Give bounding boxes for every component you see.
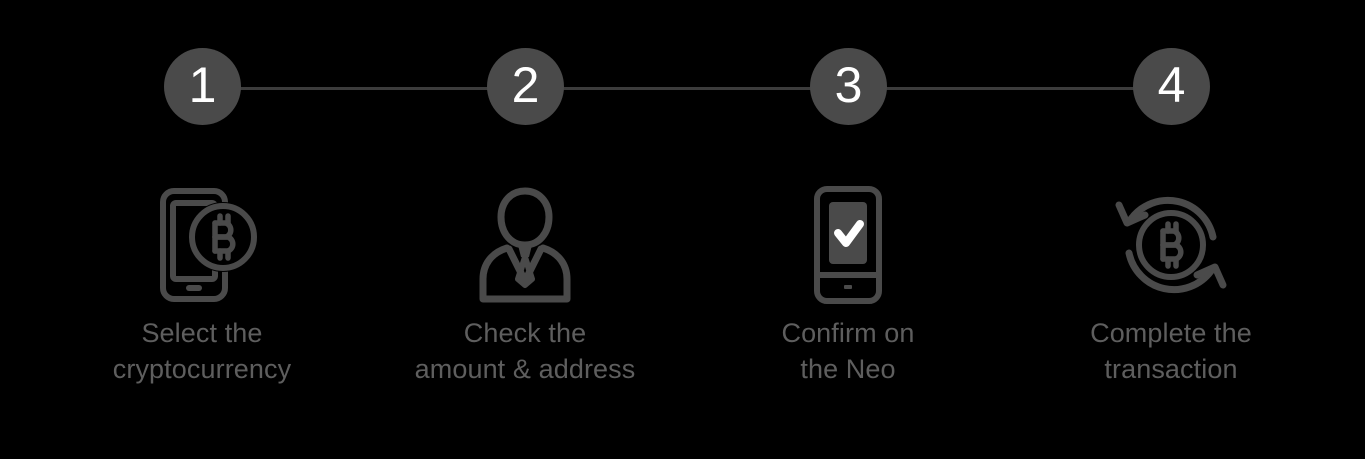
- step-3-caption: Confirm on the Neo: [781, 318, 915, 384]
- step-number-4: 4: [1157, 56, 1186, 113]
- step-node-4[interactable]: 4: [1133, 48, 1210, 125]
- step-4-caption: Complete the transaction: [1090, 318, 1252, 384]
- phone-with-bitcoin-coin-icon: [160, 188, 258, 302]
- step-item-1: Select the cryptocurrency: [52, 180, 352, 387]
- step-2-icon-wrap: [375, 180, 675, 310]
- step-1-caption: Select the cryptocurrency: [112, 318, 292, 384]
- step-item-4: Complete the transaction: [1021, 180, 1321, 387]
- step-item-3: Confirm on the Neo: [698, 180, 998, 387]
- step-node-1[interactable]: 1: [164, 48, 241, 125]
- step-item-2: Check the amount & address: [375, 180, 675, 387]
- progress-connector-line: [202, 87, 1171, 90]
- step-number-2: 2: [511, 56, 540, 113]
- device-with-checkmark-icon: [814, 186, 882, 304]
- step-node-2[interactable]: 2: [487, 48, 564, 125]
- step-2-caption: Check the amount & address: [414, 318, 636, 384]
- step-4-icon-wrap: [1021, 180, 1321, 310]
- step-3-icon-wrap: [698, 180, 998, 310]
- step-number-1: 1: [188, 56, 217, 113]
- person-in-suit-icon: [479, 187, 571, 303]
- step-1-icon-wrap: [52, 180, 352, 310]
- bitcoin-refresh-arrows-icon: [1115, 196, 1227, 294]
- step-node-3[interactable]: 3: [810, 48, 887, 125]
- step-number-3: 3: [834, 56, 863, 113]
